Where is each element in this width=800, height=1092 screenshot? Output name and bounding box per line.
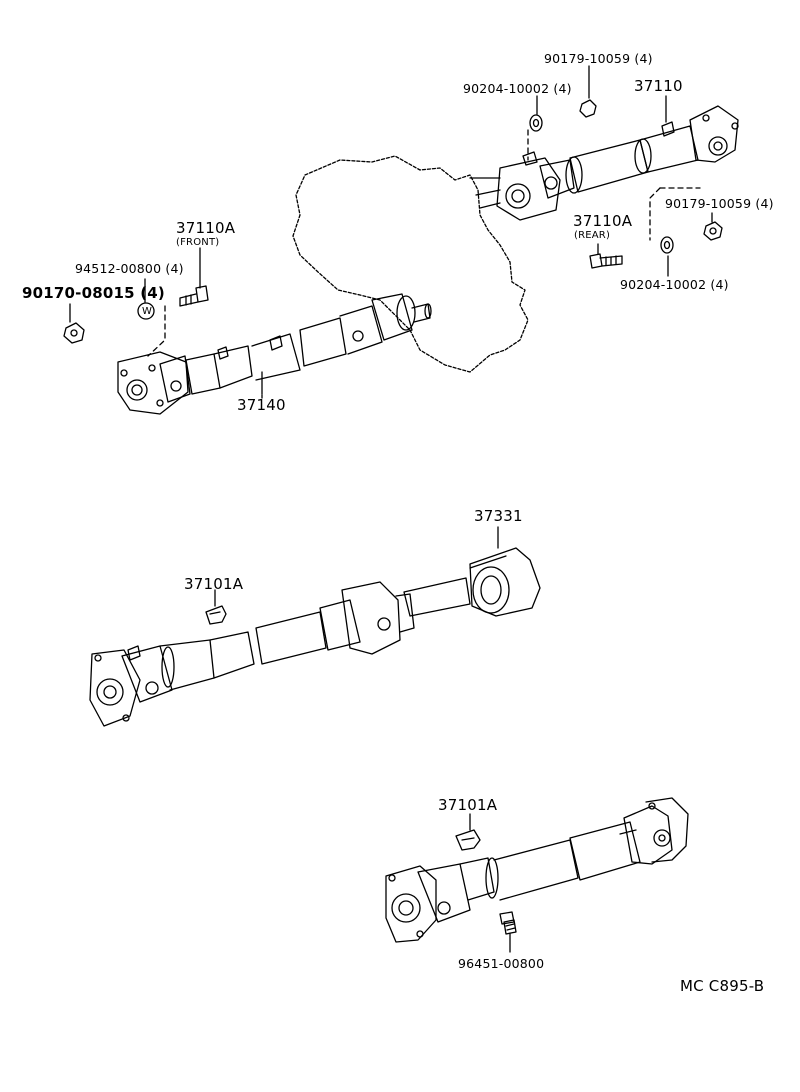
transmission-outline — [292, 155, 529, 373]
lower-propeller-shaft — [385, 797, 689, 943]
label-37101A-low: 37101A — [438, 796, 498, 814]
washer-94512 — [137, 302, 155, 320]
label-90170: 90170-08015 (4) — [22, 284, 165, 302]
label-90204-top: 90204-10002 (4) — [463, 81, 572, 96]
label-37101A-mid: 37101A — [184, 575, 244, 593]
label-37110A-front: 37110A — [176, 219, 236, 237]
washer-mark: W — [142, 306, 153, 317]
bracket-37101A-mid — [205, 605, 227, 625]
figure-code: MC C895-B — [680, 977, 765, 995]
label-90179-top: 90179-10059 (4) — [544, 51, 653, 66]
label-37110A-rear: 37110A — [573, 212, 633, 230]
bracket-37101A-low — [455, 829, 481, 851]
label-94512: 94512-00800 (4) — [75, 261, 184, 276]
front-propeller-shaft — [117, 293, 432, 415]
nut-90179-mid — [703, 221, 723, 241]
label-rear: (REAR) — [574, 230, 611, 241]
washer-90204-mid — [660, 236, 674, 254]
washer-90204-top — [529, 114, 543, 132]
label-90179-mid: 90179-10059 (4) — [665, 196, 774, 211]
bolt-37110A-rear — [589, 253, 623, 269]
nut-90170 — [63, 322, 85, 344]
label-37110: 37110 — [634, 77, 683, 95]
label-37331: 37331 — [474, 507, 523, 525]
label-90204-mid: 90204-10002 (4) — [620, 277, 729, 292]
label-front: (FRONT) — [176, 237, 220, 248]
nut-90179-top — [579, 99, 597, 118]
grease-fitting-96451 — [499, 911, 517, 935]
middle-propeller-shaft — [89, 547, 541, 727]
label-96451: 96451-00800 — [458, 956, 545, 971]
rear-propeller-shaft-top — [469, 105, 739, 221]
label-37140: 37140 — [237, 396, 286, 414]
bolt-37110A-front — [179, 285, 209, 307]
